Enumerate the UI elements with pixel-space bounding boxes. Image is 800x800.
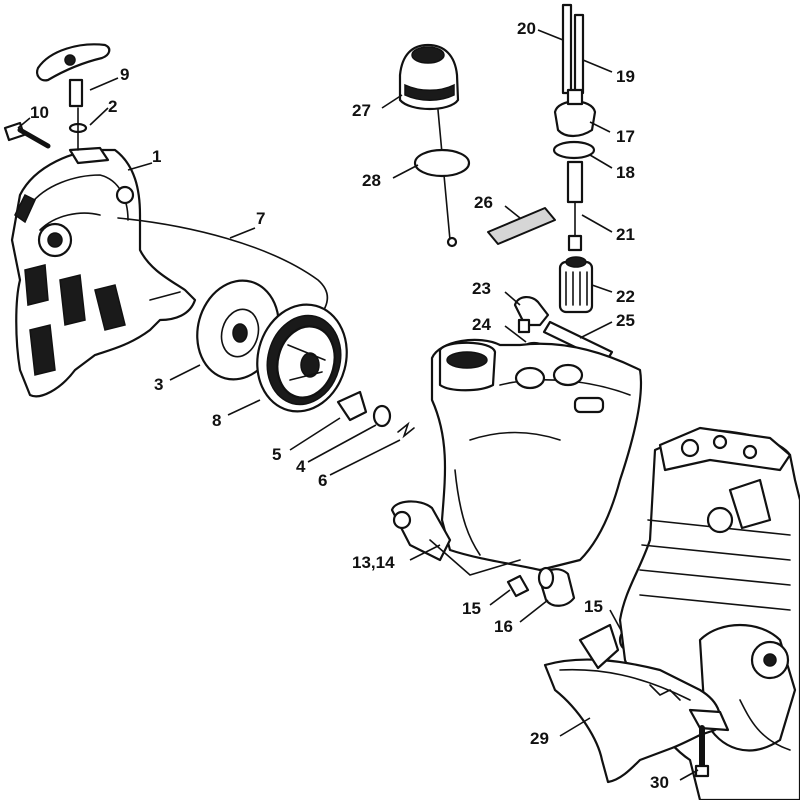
callout-labels: 1 2 3 4 5 6 7 8 9 10 13,14 15 15 16 17 1… (30, 19, 669, 792)
part-deflector (543, 623, 730, 784)
callout-15b: 15 (584, 597, 603, 616)
part-tank-cap (398, 43, 460, 248)
callout-16: 16 (494, 617, 513, 636)
callout-24: 24 (472, 315, 491, 334)
part-spring-clip (397, 421, 415, 439)
part-starter-rope (117, 217, 329, 319)
callout-10: 10 (30, 103, 49, 122)
callout-3: 3 (154, 375, 163, 394)
part-screw-10 (3, 121, 51, 149)
callout-9: 9 (120, 65, 129, 84)
callout-18: 18 (616, 163, 635, 182)
callout-22: 22 (616, 287, 635, 306)
part-grommet (553, 88, 597, 138)
part-washer-4 (372, 404, 392, 428)
callout-6: 6 (318, 471, 327, 490)
callout-19: 19 (616, 67, 635, 86)
callout-2: 2 (108, 97, 117, 116)
callout-8: 8 (212, 411, 221, 430)
part-pawl (336, 390, 368, 422)
part-suction-hose (566, 160, 584, 252)
part-elbow-connector (513, 296, 550, 334)
part-fuel-lines (561, 3, 585, 95)
callout-30: 30 (650, 773, 669, 792)
part-o-ring-28 (413, 148, 471, 178)
leader-lines (17, 29, 699, 781)
callout-23: 23 (472, 279, 491, 298)
part-starter-grip (36, 43, 111, 151)
part-bushing (537, 566, 576, 607)
callout-1: 1 (152, 147, 161, 166)
callout-29: 29 (530, 729, 549, 748)
callout-13-14: 13,14 (352, 553, 395, 572)
callout-7: 7 (256, 209, 265, 228)
callout-27: 27 (352, 101, 371, 120)
part-sleeve-15a (506, 574, 530, 598)
callout-25: 25 (616, 311, 635, 330)
callout-15a: 15 (462, 599, 481, 618)
callout-17: 17 (616, 127, 635, 146)
part-decal (487, 207, 556, 245)
callout-5: 5 (272, 445, 281, 464)
callout-26: 26 (474, 193, 493, 212)
callout-28: 28 (362, 171, 381, 190)
part-starter-housing (10, 146, 197, 398)
part-fuel-pickup-body (558, 256, 594, 314)
part-fuel-tank (390, 338, 642, 576)
part-rope-rotor (256, 303, 348, 413)
callout-4: 4 (296, 457, 306, 476)
part-o-ring-18 (552, 140, 596, 160)
callout-20: 20 (517, 19, 536, 38)
callout-21: 21 (616, 225, 635, 244)
